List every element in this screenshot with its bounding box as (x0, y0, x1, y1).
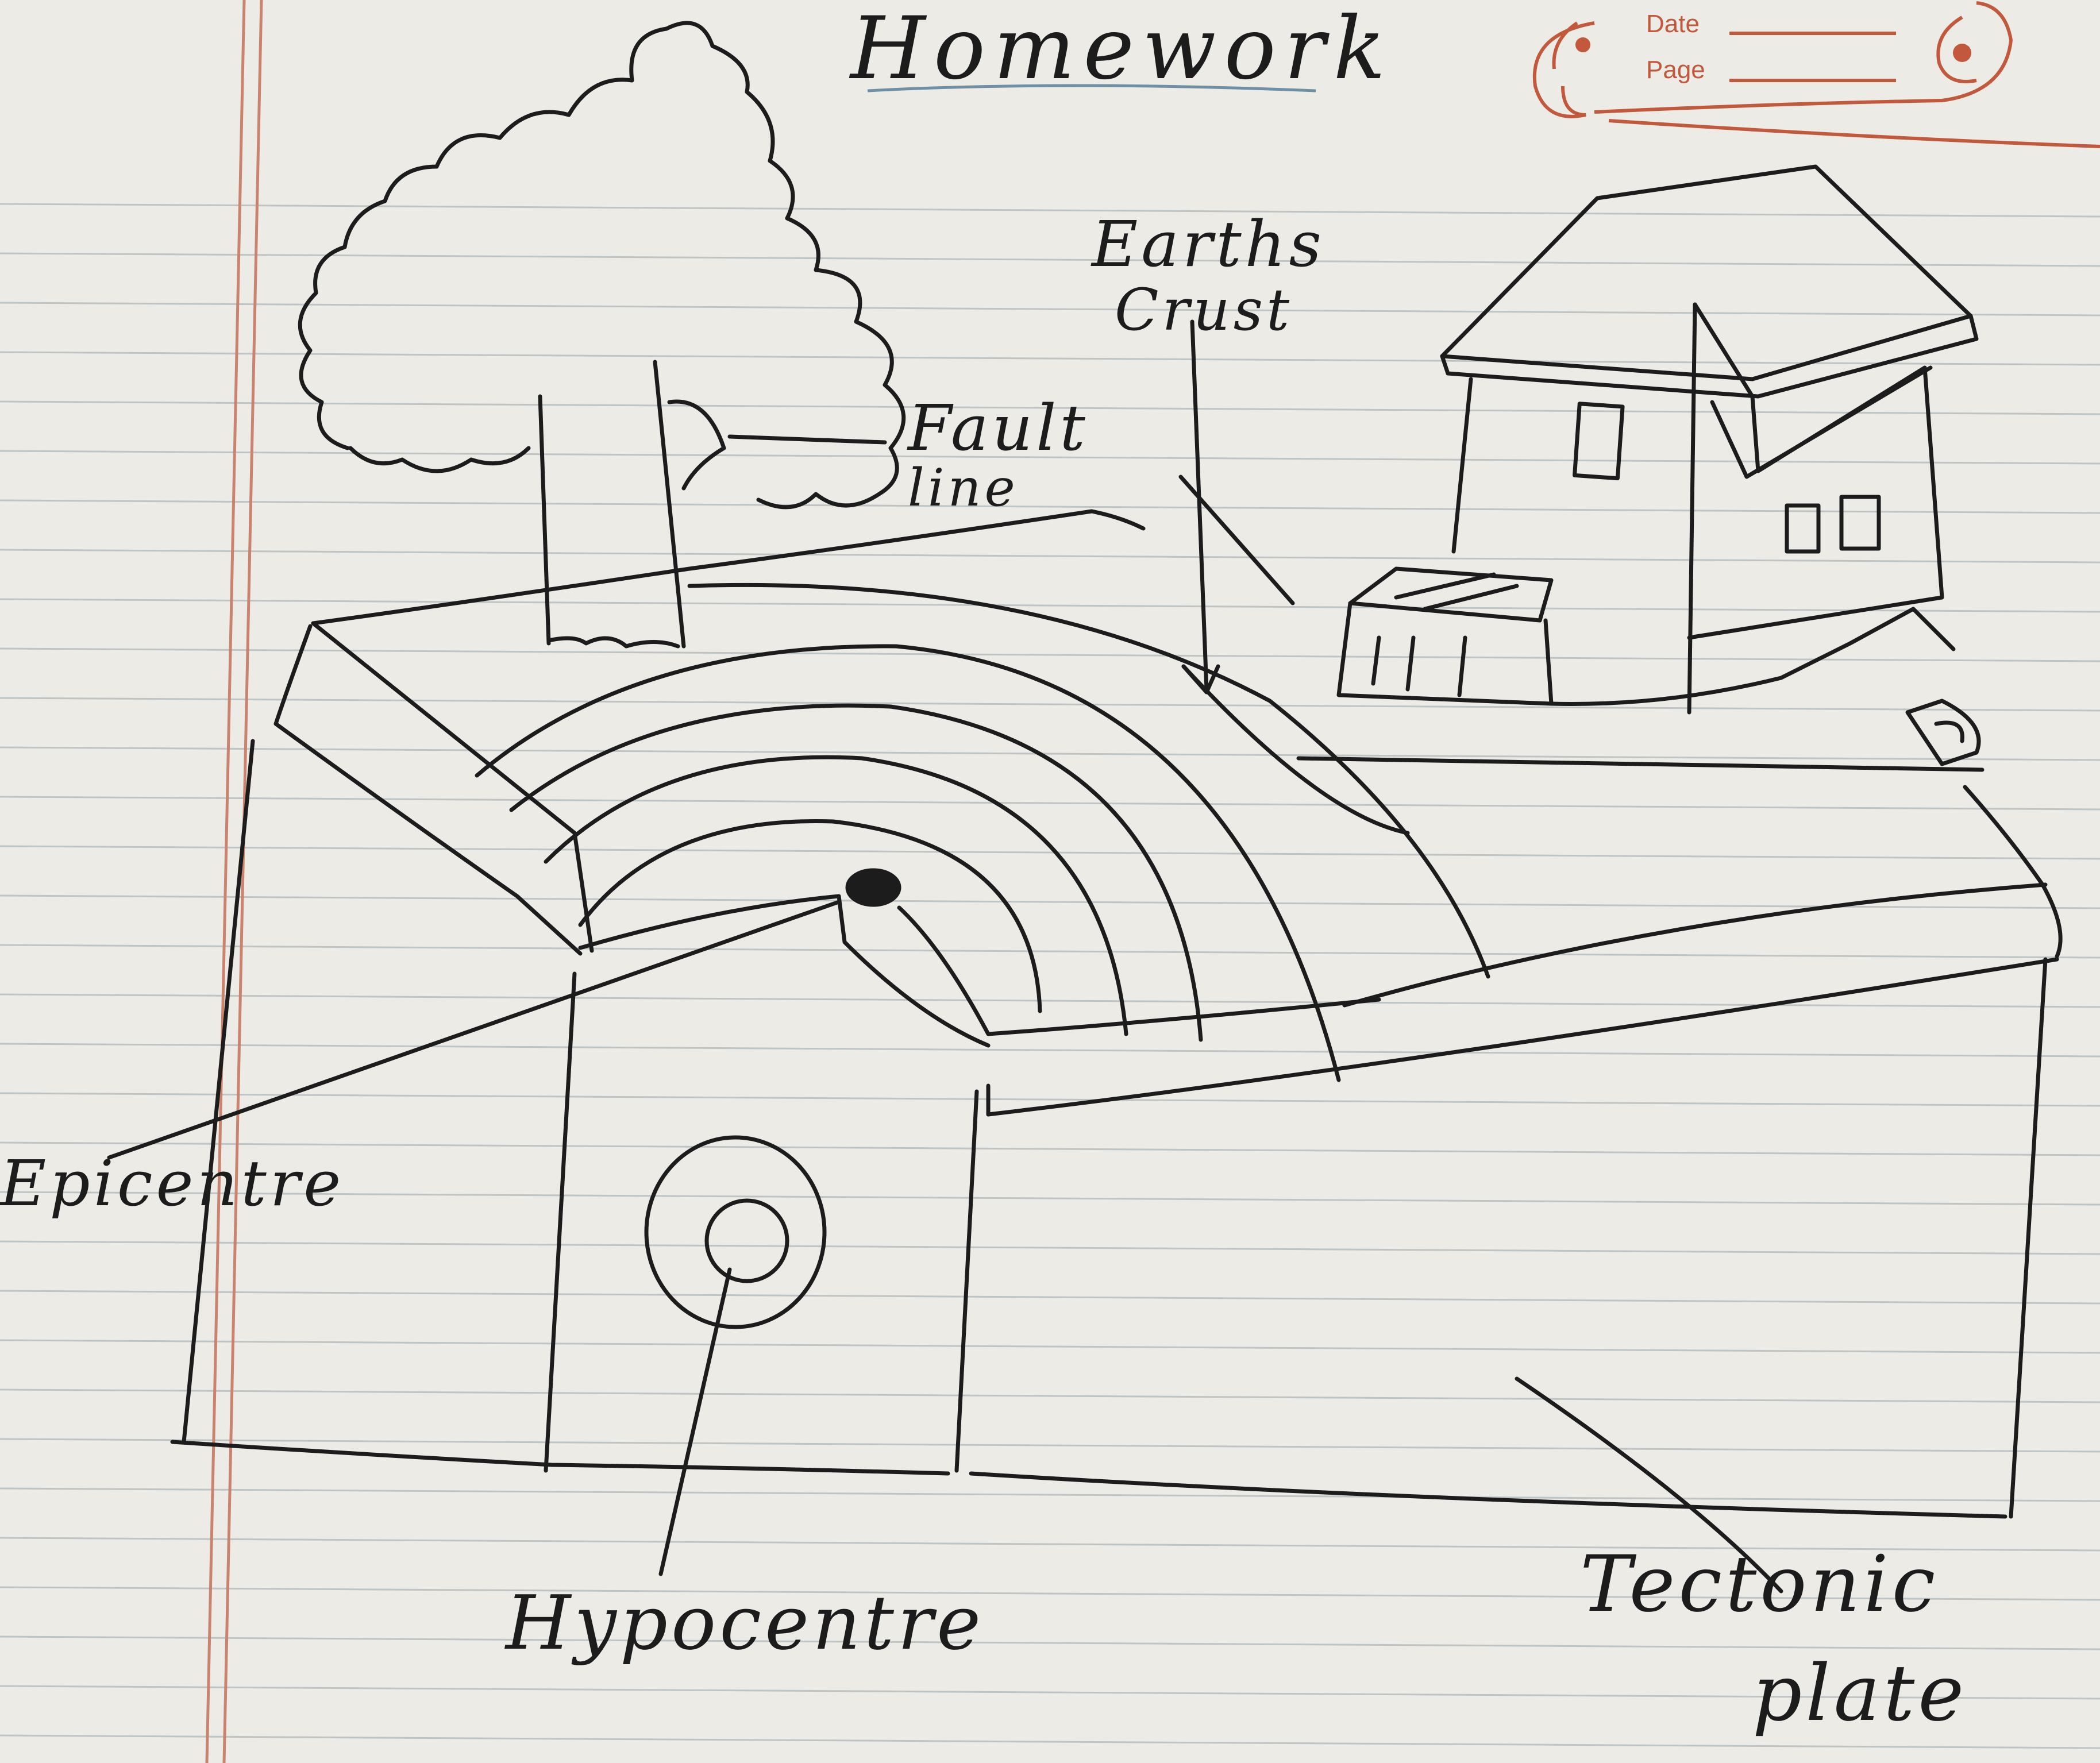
house (1339, 167, 1979, 764)
ruled-line (0, 649, 2100, 661)
label-earths-crust-line2: Crust (1115, 281, 1293, 339)
tree-canopy-inner (350, 448, 529, 471)
label-fault-line-line1: Fault (908, 396, 1089, 460)
label-tectonic-plate-line2: plate (1752, 1654, 1967, 1732)
ruled-line (0, 797, 2100, 809)
house-window-2 (1787, 506, 1818, 551)
block-top-left-edge (313, 623, 592, 951)
block-right-top-slope (1965, 787, 2060, 956)
block-left-top-rim (276, 626, 580, 954)
house-porch-base (1551, 609, 1953, 704)
ruled-line (0, 599, 2100, 612)
stamp-date-label: Date (1646, 11, 1700, 37)
ruled-line (0, 1390, 2100, 1402)
ruled-line (0, 1637, 2100, 1649)
ruled-line (0, 945, 2100, 958)
ruled-line (0, 1093, 2100, 1106)
house-roof (1442, 167, 1971, 379)
ruled-line (0, 1241, 2100, 1254)
house-window-1 (1575, 404, 1623, 479)
fault-pointer (730, 437, 885, 442)
ruled-line (0, 1488, 2100, 1501)
label-epicentre: Epicentre (0, 1152, 344, 1215)
block-right-edge (2011, 959, 2045, 1517)
ruled-line (0, 698, 2100, 711)
ruled-line (0, 253, 2100, 266)
label-hypocentre: Hypocentre (506, 1585, 984, 1660)
ruled-line (0, 303, 2100, 315)
seismic-wave-5 (689, 585, 1488, 977)
fault-line-leader (1181, 477, 1293, 603)
block-front-top (988, 959, 2057, 1114)
hypocentre-outer-ring (646, 1137, 824, 1327)
block-top-back (313, 511, 1143, 623)
epicentre-leader (109, 902, 839, 1158)
hypocentre-inner-ring (707, 1201, 787, 1281)
house-front-gable (1695, 304, 1752, 396)
block-bottom-left (172, 1442, 948, 1473)
stamp-page-label: Page (1646, 57, 1705, 83)
ruled-line (0, 896, 2100, 908)
label-fault-line-line2: line (908, 462, 1019, 514)
block-fault-left (546, 974, 575, 1471)
label-tectonic-plate-line1: Tectonic (1580, 1545, 1939, 1623)
ruled-line (0, 1291, 2100, 1303)
focus-dot (847, 870, 899, 905)
ruled-line (0, 204, 2100, 217)
label-earths-crust-line1: Earths (1092, 213, 1325, 276)
date-page-stamp (1535, 3, 2100, 146)
tree-branch (669, 402, 724, 488)
margin-lines (207, 0, 261, 1763)
page-title: Homework (850, 6, 1393, 92)
house-porch-roof (1350, 569, 1551, 620)
ruled-line (0, 1044, 2100, 1056)
house-window-3 (1841, 497, 1879, 549)
ruled-line (0, 352, 2100, 365)
fault-step-right (899, 908, 1379, 1034)
ruled-line (0, 1340, 2100, 1353)
block-mid-line (1344, 885, 2045, 1005)
block-left-front (184, 741, 253, 1442)
tree-canopy (300, 23, 904, 507)
house-right-wall (1689, 368, 1942, 638)
